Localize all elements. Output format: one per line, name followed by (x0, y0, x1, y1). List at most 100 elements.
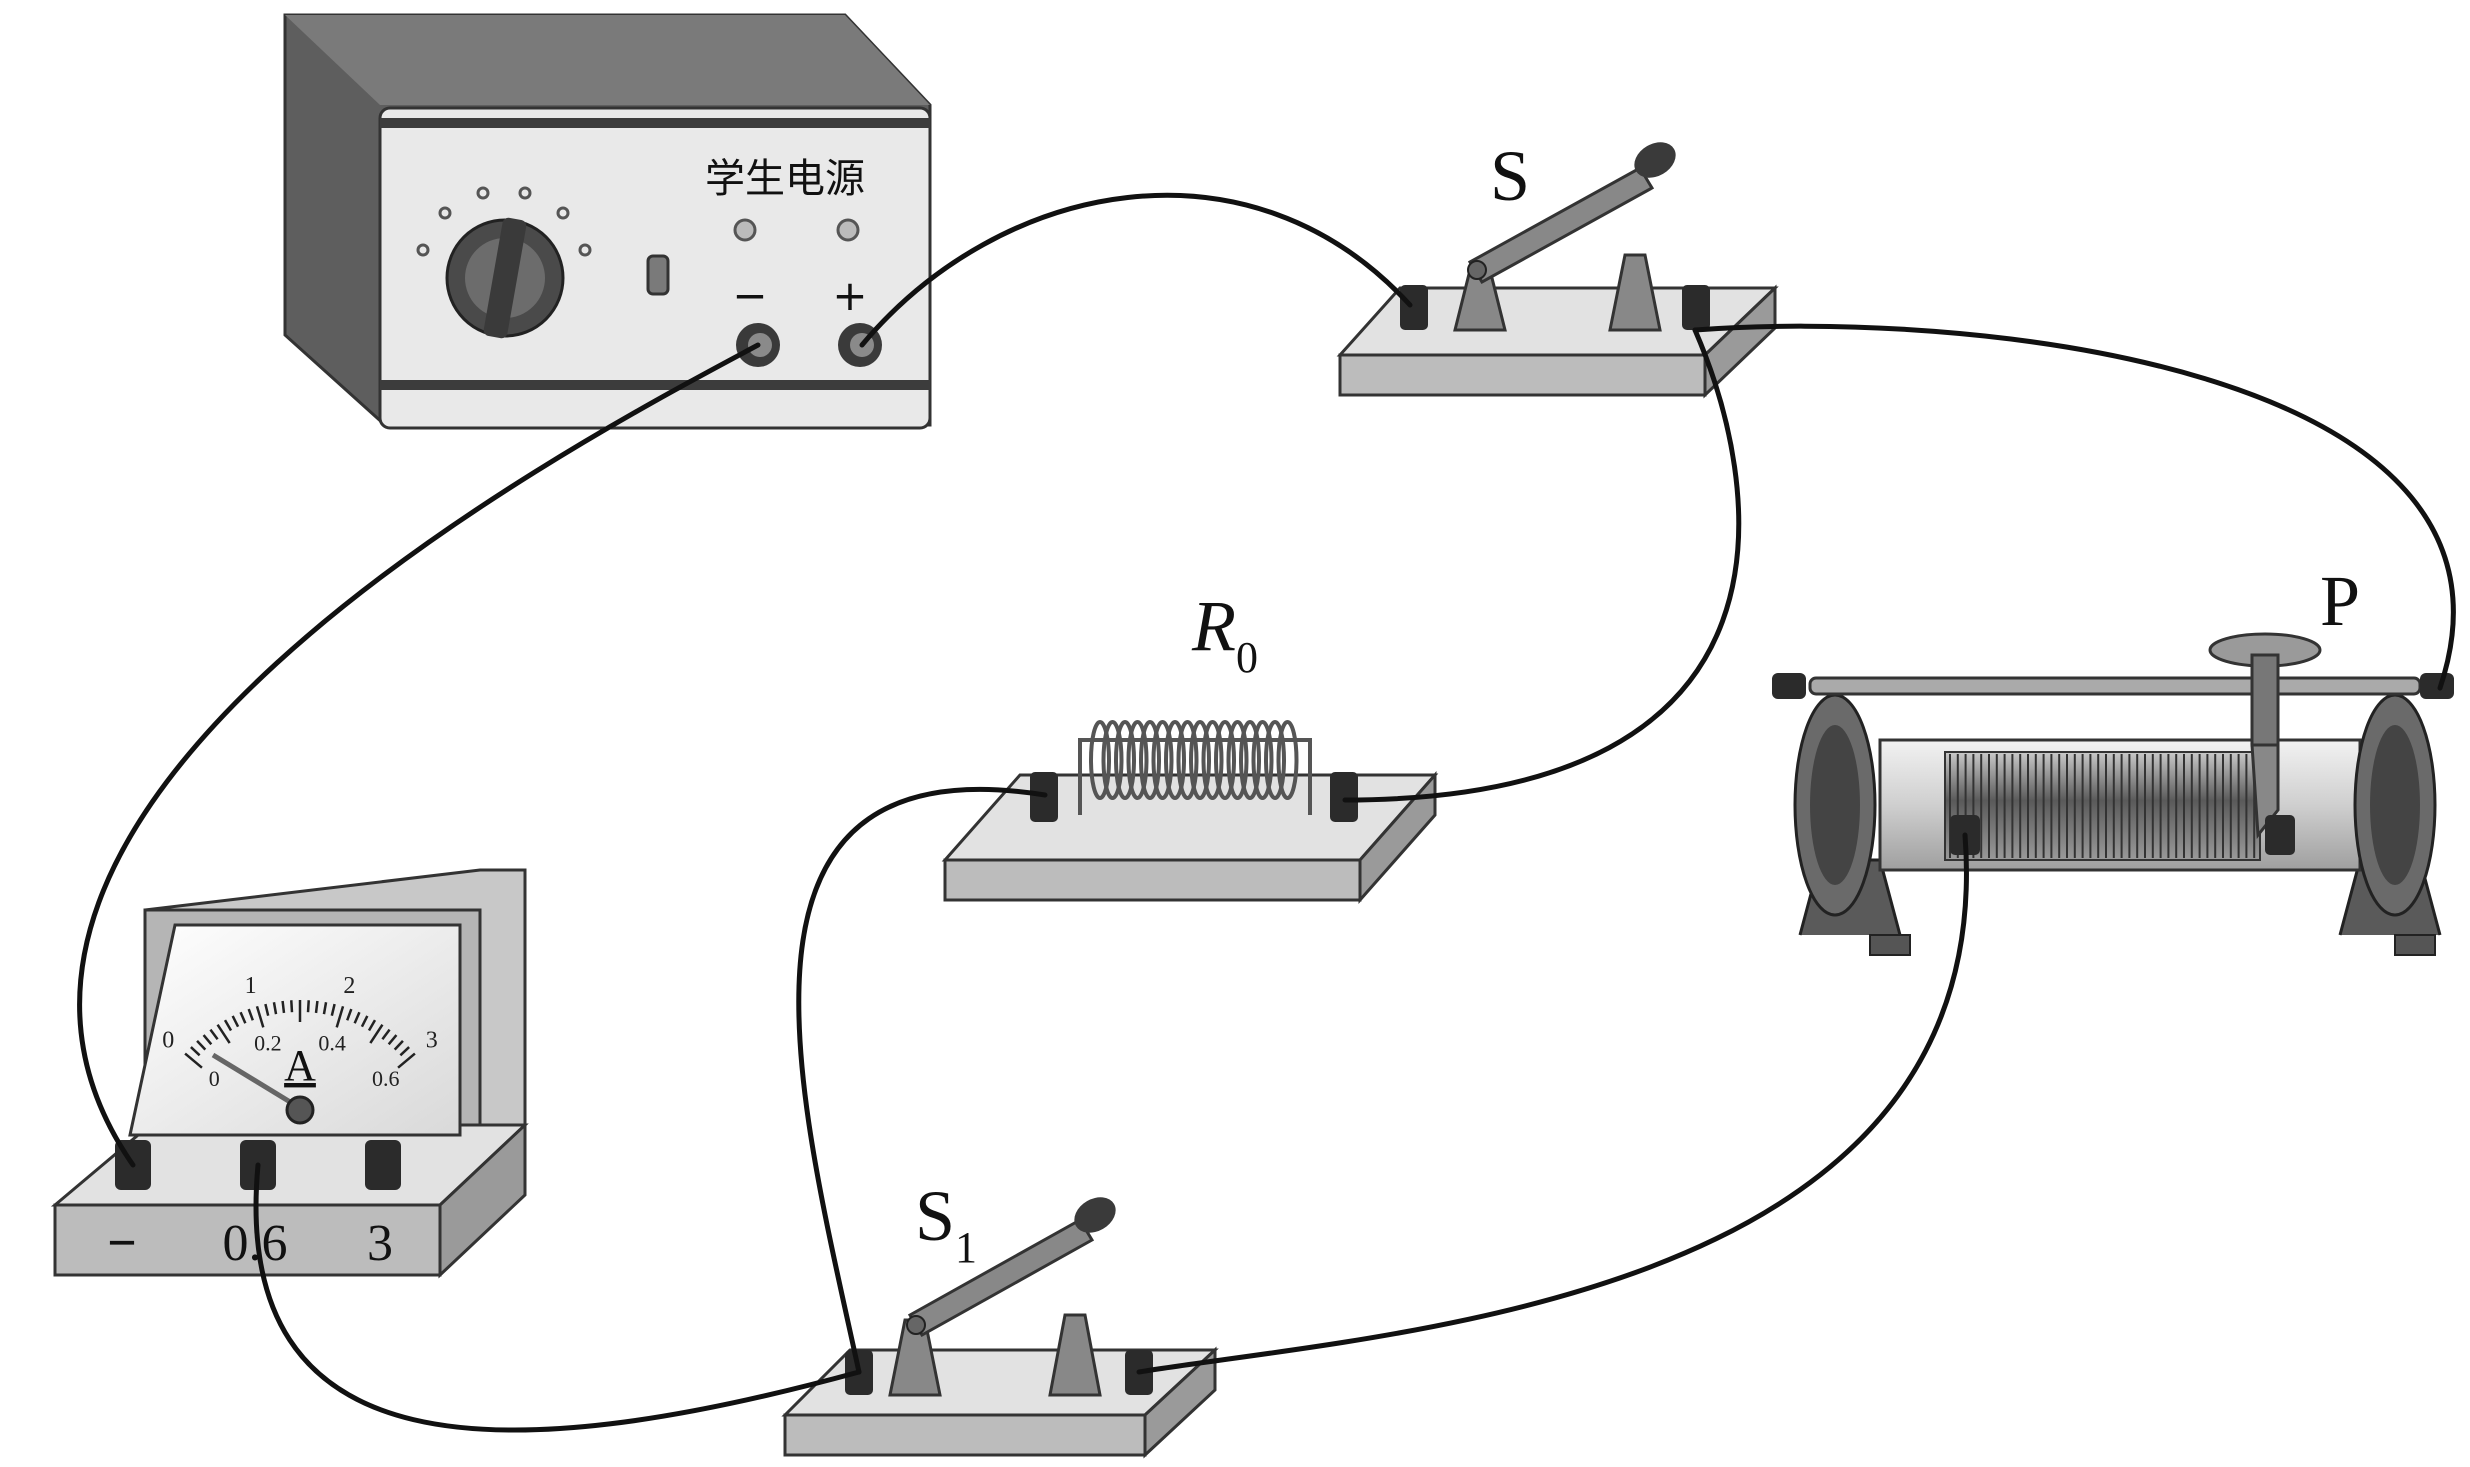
ammeter-terminal-3[interactable] (365, 1140, 401, 1190)
scale-tick (255, 1005, 265, 1028)
wire-resistor-to-switch-branch (796, 786, 1048, 1375)
ammeter-scale-bottom-label-2: 0.4 (318, 1031, 346, 1056)
ammeter-scale-top: 0 1 2 3 (162, 973, 438, 1053)
ammeter-scale-bottom: 0 0.2 0.4 0.6 (209, 1031, 400, 1091)
ammeter-scale-bottom-label-1: 0.2 (254, 1031, 282, 1056)
scale-tick (335, 1005, 345, 1028)
svg-text:R0: R0 (1191, 586, 1258, 682)
coil-loop (1201, 720, 1224, 800)
range-indicator-dots (416, 186, 592, 257)
power-toggle[interactable] (646, 254, 670, 296)
switch-main[interactable] (1336, 135, 1779, 399)
ammeter-terminal-label-minus: − (107, 1215, 137, 1272)
voltage-knob[interactable] (445, 217, 565, 339)
rheostat-winding (1949, 754, 2256, 858)
scale-tick (353, 1011, 361, 1024)
ammeter-scale-top-label-0: 0 (162, 1027, 174, 1053)
coil-loop (1151, 720, 1174, 800)
switch-main-terminal-right[interactable] (1682, 285, 1710, 330)
wire-ammeter-to-switch-branch (253, 1162, 862, 1433)
power-minus-label: − (732, 271, 767, 320)
ammeter-symbol: A (284, 1041, 316, 1090)
coil-loop (1176, 720, 1199, 800)
rheostat-coil-terminal-right[interactable] (2265, 815, 2295, 855)
ammeter-terminal-label-3: 3 (367, 1215, 393, 1272)
wire-switch-to-rheostat-rod (1692, 323, 2456, 691)
scale-tick (272, 1002, 278, 1015)
scale-tick (399, 1046, 410, 1057)
rheostat (1772, 632, 2454, 956)
resistor-coil-loops (1089, 720, 1299, 800)
wire-switch-to-resistor (1342, 327, 1742, 803)
coil-loop (1164, 720, 1186, 800)
ammeter-needle (211, 1052, 302, 1111)
coil-loop (1189, 720, 1211, 800)
coil-loop (1126, 720, 1149, 800)
wires (77, 192, 2456, 1433)
wire-rheostat-to-switch-branch (1136, 832, 1969, 1375)
scale-tick (290, 1000, 294, 1013)
ammeter-scale-bottom-label-0: 0 (209, 1066, 220, 1091)
scale-tick (346, 1008, 353, 1021)
ammeter-scale-bottom-label-3: 0.6 (372, 1066, 400, 1091)
coil-loop (1226, 720, 1249, 800)
ammeter-scale-top-label-1: 1 (245, 973, 257, 999)
scale-tick (306, 1000, 310, 1013)
rheostat-slider[interactable] (2208, 632, 2322, 839)
switch-branch-label-subscript: 1 (955, 1223, 977, 1272)
switch-main-terminal-left[interactable] (1400, 285, 1428, 330)
ammeter-scale-top-label-3: 3 (426, 1027, 438, 1053)
scale-tick (196, 1040, 207, 1051)
scale-tick (223, 1019, 233, 1032)
indicator-light-right (836, 218, 860, 242)
scale-tick (190, 1046, 201, 1057)
wire-power-minus-to-ammeter (77, 342, 761, 1168)
scale-tick (184, 1052, 203, 1069)
coil-loop (1114, 720, 1136, 800)
scale-tick (381, 1028, 391, 1041)
scale-tick (209, 1028, 219, 1041)
ammeter-dial-face (128, 923, 462, 1137)
ammeter-zero-adjust[interactable] (285, 1095, 315, 1125)
scale-tick (330, 1003, 336, 1017)
power-supply: 学生电源 − + (283, 13, 932, 430)
rheostat-slider-label: P (2320, 561, 2360, 641)
resistor-label: R (1191, 586, 1236, 666)
coil-loop (1214, 720, 1236, 800)
ammeter: 0 1 2 3 0 0.2 0.4 0.6 A − 0.6 3 (50, 868, 529, 1279)
switch-branch-label: S (915, 1176, 955, 1256)
scale-tick (397, 1052, 416, 1069)
resistor-terminal-right[interactable] (1330, 772, 1358, 822)
coil-loop (1251, 720, 1274, 800)
scale-tick (281, 1000, 286, 1014)
coil-loop (1139, 720, 1161, 800)
power-supply-title: 学生电源 (705, 156, 865, 202)
switch-main-label: S (1490, 136, 1530, 216)
coil-loop (1264, 720, 1286, 800)
ammeter-scale-top-label-2: 2 (343, 973, 355, 999)
coil-loop (1101, 720, 1124, 800)
coil-loop (1276, 720, 1299, 800)
scale-tick (231, 1015, 240, 1028)
rheostat-rod-terminal-right[interactable] (2420, 673, 2454, 699)
scale-tick (247, 1008, 254, 1021)
scale-tick (216, 1023, 231, 1044)
switch-branch[interactable] (781, 1190, 1219, 1459)
resistor-label-subscript: 0 (1236, 633, 1258, 682)
scale-tick (239, 1011, 247, 1024)
ammeter-scale-ticks (184, 1000, 416, 1069)
wire-power-plus-to-switch (859, 192, 1413, 348)
scale-tick (369, 1023, 384, 1044)
rheostat-rod-terminal-left[interactable] (1772, 673, 1806, 699)
scale-tick (202, 1034, 213, 1046)
coil-loop (1089, 720, 1111, 800)
scale-tick (367, 1019, 377, 1032)
coil-loop (1239, 720, 1261, 800)
scale-tick (393, 1040, 404, 1051)
scale-tick (360, 1015, 369, 1028)
indicator-light-left (733, 218, 757, 242)
scale-tick (387, 1034, 398, 1046)
scale-tick (314, 1000, 319, 1014)
scale-tick (264, 1003, 270, 1017)
